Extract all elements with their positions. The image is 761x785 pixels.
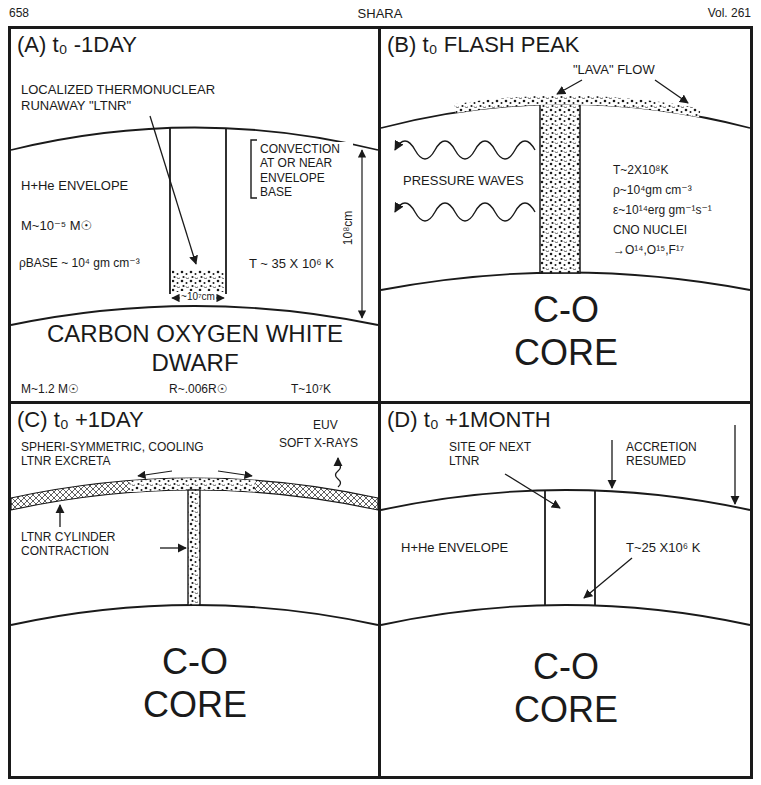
annotation: SOFT X-RAYS [278,436,359,450]
pressure-wave [395,203,535,221]
dimension-label: ~10⁷cm [180,291,216,303]
convection-cells [172,270,224,292]
annotation: ACCRETION RESUMED [625,440,717,469]
spread-arrow [218,471,252,476]
accretion-arrow [734,425,735,504]
physical-value: ε~10¹⁴erg gm⁻¹s⁻¹ [612,203,713,217]
core-name: CARBON OXYGEN WHITE DWARF [44,320,346,378]
physical-value: T ~ 35 X 10⁶ K [248,256,335,272]
panel-title: (A) t₀ -1DAY [17,31,137,59]
cooling-matter [130,484,255,486]
core-name: C-O CORE [485,288,647,374]
cylinder-wall [169,128,171,294]
physical-value: R~.006R☉ [168,382,228,396]
pressure-wave [395,141,535,159]
annotation: CONVECTION AT OR NEAR ENVELOPE BASE [259,142,353,200]
panel-title: (C) t₀ +1DAY [17,406,144,434]
annotation: LOCALIZED THERMONUCLEAR RUNAWAY "LTNR" [20,82,252,113]
lava-flow [455,100,700,113]
physical-value: T~2X10⁸K [612,163,669,177]
physical-value: M~1.2 M☉ [20,382,80,396]
region-name: H+He ENVELOPE [20,178,129,194]
bracket [251,140,257,198]
core-name: C-O CORE [485,645,647,731]
volume-number: Vol. 261 [707,6,752,20]
envelope-surface [381,490,750,510]
annotation: EUV [312,418,339,432]
spread-arrow [138,471,172,476]
annotation: CNO NUCLEI [612,223,688,237]
cylinder-wall [544,491,546,606]
running-head: SHARA [357,6,404,22]
dimension-label: 10⁸cm [341,210,355,246]
physical-value: M~10⁻⁵ M☉ [20,218,93,234]
physical-value: T~25 X10⁶ K [625,540,701,556]
contracting-cylinder [188,490,200,605]
annotation: SITE OF NEXT LTNR [448,440,560,469]
leader-arrow [655,80,688,103]
physical-value: ρ~10⁴gm cm⁻³ [612,183,693,197]
physical-value: T~10⁷K [290,382,332,396]
core-surface [381,605,750,625]
shell-gap [130,484,255,486]
panel-title: (B) t₀ FLASH PEAK [387,31,580,59]
core-name: C-O CORE [114,640,276,726]
dimension-arrow [361,150,362,318]
radiation-arrow [336,458,341,487]
accretion-arrow [611,440,612,488]
annotation: "LAVA" FLOW [572,62,656,78]
annotation: PRESSURE WAVES [402,173,525,189]
core-surface [11,605,378,625]
annotation: SPHERI-SYMMETRIC, COOLING LTNR EXCRETA [20,440,232,469]
leader-arrow [59,505,60,527]
cylinder-wall [225,128,227,294]
leader-arrow [160,547,186,548]
region-name: H+He ENVELOPE [400,540,509,556]
leader-arrow [505,474,560,508]
panel-title: (D) t₀ +1MONTH [387,406,551,434]
page-number: 658 [8,6,30,20]
runaway-cylinder [540,104,580,273]
annotation: LTNR CYLINDER CONTRACTION [20,530,152,559]
annotation: →O¹⁴,O¹⁵,F¹⁷ [612,243,685,257]
leader-arrow [557,80,582,94]
leader-arrow [584,558,632,598]
physical-value: ρBASE ~ 10⁴ gm cm⁻³ [18,256,141,270]
leader-arrow [150,116,196,264]
